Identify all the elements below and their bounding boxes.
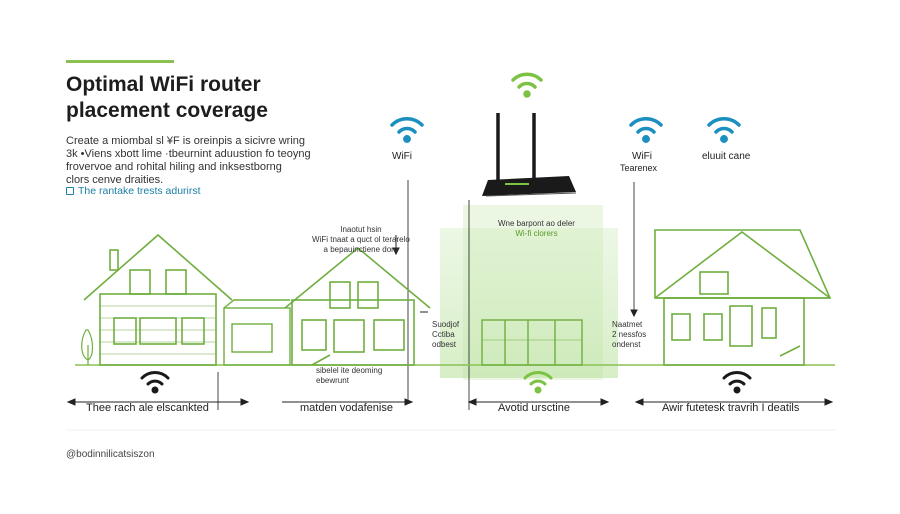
annotation-line: sibelel ite deoming — [316, 366, 383, 375]
annotation-line: Naatmet — [612, 320, 643, 329]
bullet-icon — [66, 187, 74, 195]
annotation-line: ondenst — [612, 340, 641, 349]
bottom-label-house-2: matden vodafenise — [300, 402, 393, 414]
wifi-icon-house-1 — [140, 371, 170, 394]
wifi-icon-right-2 — [707, 117, 741, 143]
description-line: Create a miombal sl ¥F is oreinpis a sic… — [66, 135, 306, 147]
annotation-line: Wi-fi clorers — [515, 229, 558, 238]
annotation-line: Inaotut hsin — [340, 225, 382, 234]
annotation-line: a bepauinctiene dore — [323, 245, 399, 254]
annotation-line: Suodjof — [432, 320, 460, 329]
coverage-zone — [440, 205, 618, 380]
annotation-line: odbest — [432, 340, 457, 349]
wifi-icon-right-1 — [629, 117, 663, 143]
annotation-line: Wne barpont ao deler — [498, 219, 575, 228]
wifi-icon-left — [390, 117, 424, 143]
bottom-label-house-3: Awir futetesk travrih I deatils — [662, 402, 800, 414]
room-icon — [481, 319, 583, 366]
description-line: frovervoe and rohital hiling and inksest… — [66, 161, 282, 173]
house-3-icon — [654, 229, 832, 366]
annotation-router: Wne barpont ao deler Wi-fi clorers — [498, 219, 575, 239]
annotation-line: WiFi tnaat a quct ol terarelo — [312, 235, 410, 244]
description-line: 3k •Viens xbott lime ·tbeurnint aduustio… — [66, 148, 311, 160]
side-arrows — [392, 235, 638, 318]
annotation-line: Cctiba — [432, 330, 455, 339]
wifi-label-right-1: WiFi — [632, 151, 652, 162]
dimension-lines — [66, 398, 834, 406]
connector-building — [223, 299, 291, 366]
annotation-right-side: Naatmet 2 nessfos ondenst — [612, 320, 646, 350]
wifi-icon-zone — [523, 371, 553, 394]
annotation-line: 2 nessfos — [612, 330, 647, 339]
description-line: clors cenve draities. — [66, 174, 164, 186]
wifi-label-right-2: eluuit cane — [702, 151, 751, 162]
page-title: Optimal WiFi router placement coverage — [66, 72, 346, 124]
note: The rantake trests adurirst — [66, 185, 201, 197]
bottom-label-zone: Avotid ursctine — [498, 402, 570, 414]
note-text: The rantake trests adurirst — [78, 185, 201, 197]
annotation-line: ebewrunt — [316, 376, 349, 385]
description: Create a miombal sl ¥F is oreinpis a sic… — [66, 135, 326, 187]
house-1-icon — [83, 233, 233, 366]
wifi-icon-house-3 — [722, 371, 752, 394]
annotation-house-2-top: Inaotut hsin WiFi tnaat a quct ol terare… — [312, 225, 410, 255]
bottom-label-house-1: Thee rach ale elscankted — [86, 402, 209, 414]
tree-icon — [81, 329, 94, 365]
wifi-icon-top — [511, 72, 543, 98]
router-icon — [482, 113, 577, 197]
wifi-label-left: WiFi — [392, 151, 412, 162]
footer-credit: @bodinnilicatsiszon — [66, 449, 155, 460]
accent-line — [66, 60, 174, 63]
title-line-2: placement coverage — [66, 99, 268, 122]
annotation-mid-side: Suodjof Cctiba odbest — [432, 320, 459, 350]
wifi-label-right-1-sub: Tearenex — [620, 163, 658, 173]
title-line-1: Optimal WiFi router — [66, 73, 261, 96]
house-2-icon — [284, 246, 431, 366]
annotation-house-2-bottom: sibelel ite deoming ebewrunt — [316, 366, 382, 386]
